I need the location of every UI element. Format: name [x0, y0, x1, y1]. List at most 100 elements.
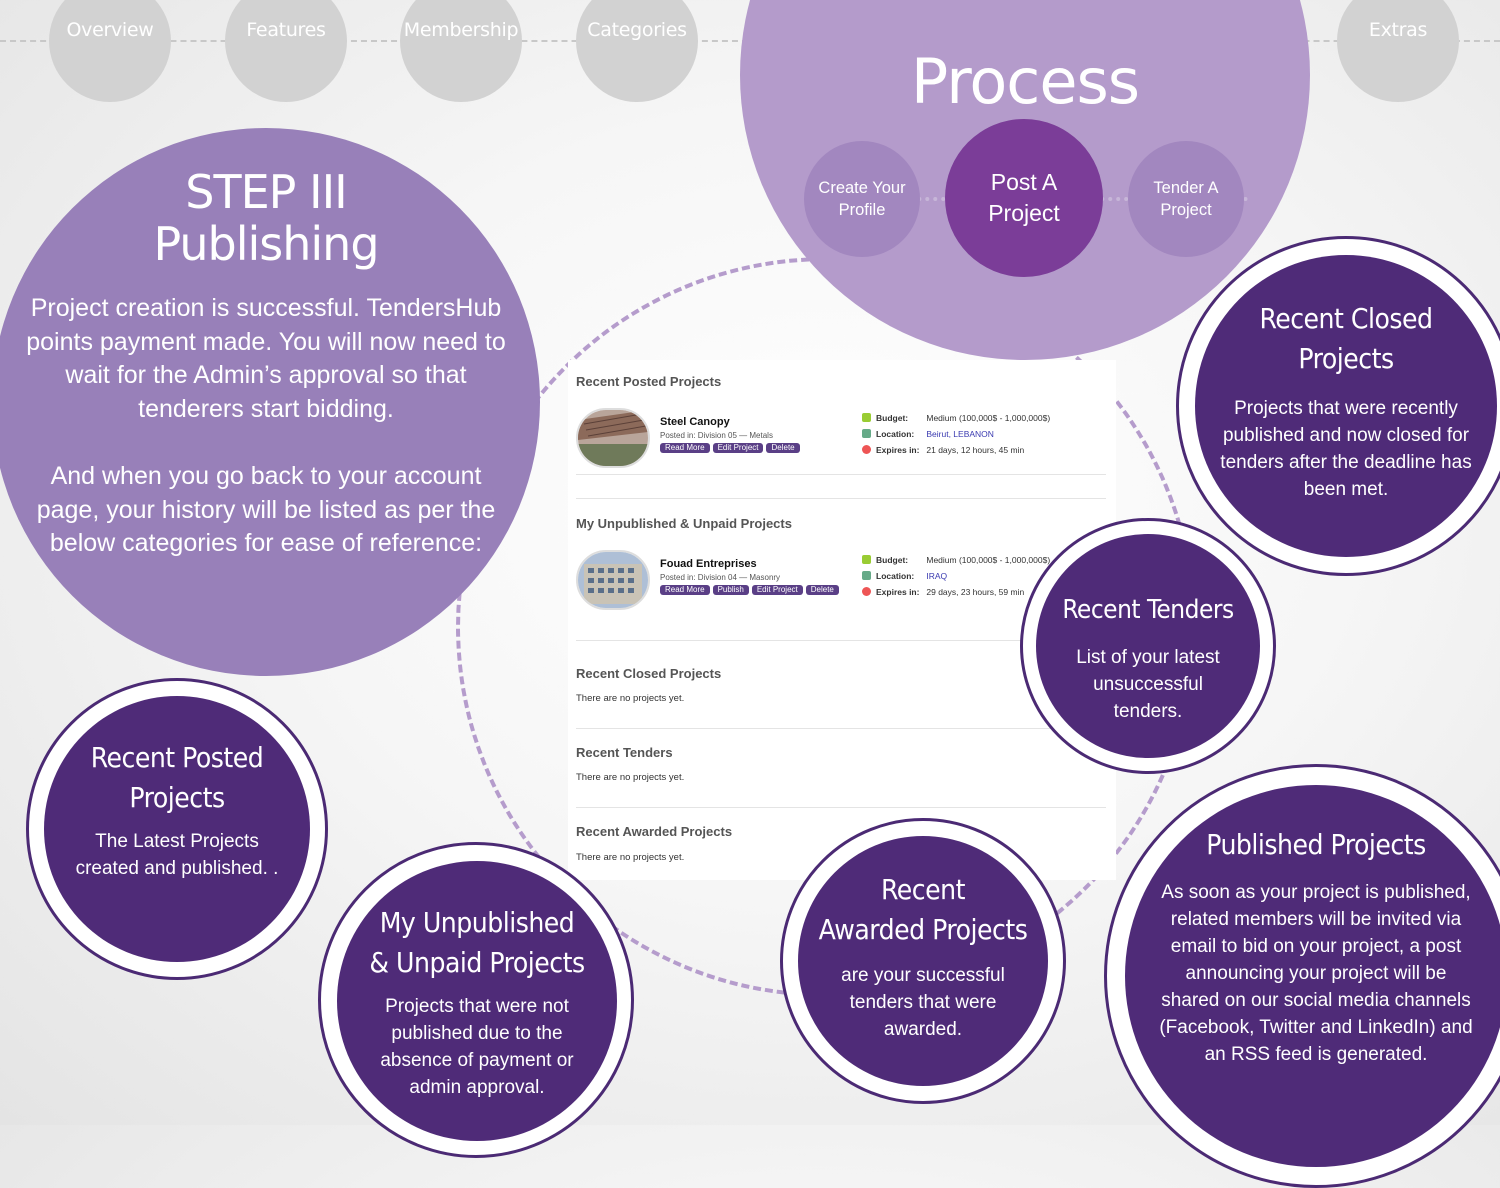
recent-tenders-inner: Recent Tenders List of your latest unsuc… [1036, 534, 1260, 758]
recent-closed-inner: Recent Closed Projects Projects that wer… [1195, 255, 1497, 557]
location-label: Location: [876, 429, 915, 439]
project-thumbnail[interactable] [576, 408, 650, 468]
expires-value: 21 days, 12 hours, 45 min [926, 445, 1025, 455]
project-meta: Budget: Medium (100,000$ - 1,000,000$) L… [862, 552, 1050, 600]
edit-project-button[interactable]: Edit Project [751, 585, 803, 595]
recent-awarded-title-2: Awarded Projects [818, 913, 1028, 946]
nav-features-label: Features [246, 19, 326, 41]
nav-features[interactable]: Features [225, 0, 347, 102]
recent-tenders-body: List of your latest unsuccessful tenders… [1076, 647, 1220, 722]
unpublished-title-1: My Unpublished [379, 906, 575, 939]
project-thumbnail[interactable] [576, 550, 650, 610]
project-posted-in: Posted in: Division 05 — Metals [660, 431, 773, 440]
published-projects-inner: Published Projects As soon as your proje… [1125, 785, 1500, 1167]
nav-membership-label: Membership [403, 19, 519, 41]
published-projects-circle: Published Projects As soon as your proje… [1104, 764, 1500, 1188]
process-step-post-project[interactable]: Post A Project [945, 119, 1103, 277]
edit-project-button[interactable]: Edit Project [712, 443, 764, 453]
unpublished-body: Projects that were not published due to … [380, 996, 574, 1098]
publish-button[interactable]: Publish [712, 585, 749, 595]
budget-label: Budget: [876, 555, 909, 565]
nav-overview-label: Overview [66, 19, 154, 41]
recent-closed-title-1: Recent Closed [1259, 302, 1433, 335]
section-unpublished: My Unpublished & Unpaid Projects [576, 516, 792, 531]
location-icon [862, 429, 871, 438]
budget-value: Medium (100,000$ - 1,000,000$) [926, 555, 1051, 565]
budget-value: Medium (100,000$ - 1,000,000$) [926, 413, 1051, 423]
recent-tenders-circle: Recent Tenders List of your latest unsuc… [1020, 518, 1276, 774]
recent-closed-title-2: Projects [1298, 342, 1394, 375]
recent-posted-body: The Latest Projects created and publishe… [75, 831, 279, 879]
unpublished-inner: My Unpublished & Unpaid Projects Project… [337, 861, 617, 1141]
published-projects-body: As soon as your project is published, re… [1159, 882, 1473, 1065]
building-image [578, 552, 648, 608]
section-recent-posted: Recent Posted Projects [576, 374, 722, 389]
location-value[interactable]: Beirut, LEBANON [926, 429, 994, 439]
location-icon [862, 571, 871, 580]
budget-label: Budget: [876, 413, 909, 423]
expires-value: 29 days, 23 hours, 59 min [926, 587, 1025, 597]
recent-awarded-body: are your successful tenders that were aw… [841, 965, 1005, 1040]
process-step-post-label: Post A Project [988, 169, 1060, 226]
nav-categories-label: Categories [587, 19, 687, 41]
nav-extras-label: Extras [1368, 19, 1428, 41]
empty-message: There are no projects yet. [576, 852, 685, 863]
process-title: Process [910, 45, 1140, 118]
project-meta: Budget: Medium (100,000$ - 1,000,000$) L… [862, 410, 1050, 458]
location-value[interactable]: IRAQ [926, 571, 948, 581]
recent-posted-title-2: Projects [129, 781, 225, 814]
recent-awarded-circle: Recent Awarded Projects are your success… [780, 818, 1066, 1104]
project-actions: Read More Edit Project Delete [660, 443, 800, 453]
divider [576, 640, 1106, 641]
nav-membership[interactable]: Membership [400, 0, 522, 102]
divider [576, 807, 1106, 808]
recent-closed-body: Projects that were recently published an… [1220, 398, 1472, 500]
project-actions: Read More Publish Edit Project Delete [660, 585, 839, 595]
step-paragraph-2: And when you go back to your account pag… [36, 462, 496, 557]
process-step-create-label: Create Your Profile [818, 179, 906, 219]
recent-awarded-title-1: Recent [881, 873, 965, 906]
step-subtitle: Publishing [153, 217, 379, 271]
step-title: STEP III [185, 165, 347, 219]
recent-tenders-title: Recent Tenders [1062, 595, 1234, 625]
nav-extras[interactable]: Extras [1337, 0, 1459, 102]
project-title[interactable]: Steel Canopy [660, 416, 730, 428]
recent-awarded-inner: Recent Awarded Projects are your success… [798, 836, 1048, 1086]
section-recent-closed: Recent Closed Projects [576, 666, 722, 681]
section-recent-awarded: Recent Awarded Projects [576, 824, 733, 839]
read-more-button[interactable]: Read More [660, 585, 710, 595]
unpublished-title-2: & Unpaid Projects [369, 946, 585, 979]
divider [576, 728, 1106, 729]
nav-categories[interactable]: Categories [576, 0, 698, 102]
divider [576, 498, 1106, 499]
nav-overview[interactable]: Overview [49, 0, 171, 102]
clock-icon [862, 445, 871, 454]
steel-canopy-image [578, 410, 648, 466]
project-title[interactable]: Fouad Entreprises [660, 558, 757, 570]
step-paragraph-1: Project creation is successful. TendersH… [26, 294, 506, 423]
recent-posted-circle: Recent Posted Projects The Latest Projec… [26, 678, 328, 980]
clock-icon [862, 587, 871, 596]
budget-icon [862, 555, 871, 564]
expires-label: Expires in: [876, 445, 920, 455]
delete-button[interactable]: Delete [766, 443, 800, 453]
read-more-button[interactable]: Read More [660, 443, 710, 453]
process-step-tender-label: Tender A Project [1153, 179, 1219, 219]
location-label: Location: [876, 571, 915, 581]
empty-message: There are no projects yet. [576, 693, 685, 704]
section-recent-tenders: Recent Tenders [576, 745, 673, 760]
budget-icon [862, 413, 871, 422]
divider [576, 474, 1106, 475]
unpublished-circle: My Unpublished & Unpaid Projects Project… [318, 842, 634, 1158]
project-posted-in: Posted in: Division 04 — Masonry [660, 573, 781, 582]
recent-closed-circle: Recent Closed Projects Projects that wer… [1176, 236, 1500, 576]
expires-label: Expires in: [876, 587, 920, 597]
step-three-circle: STEP III Publishing Project creation is … [0, 128, 540, 676]
process-step-create-profile[interactable]: Create Your Profile [804, 141, 920, 257]
delete-button[interactable]: Delete [805, 585, 839, 595]
empty-message: There are no projects yet. [576, 772, 685, 783]
recent-posted-title-1: Recent Posted [90, 741, 264, 774]
published-projects-title: Published Projects [1206, 828, 1426, 861]
process-step-tender-project[interactable]: Tender A Project [1128, 141, 1244, 257]
recent-posted-inner: Recent Posted Projects The Latest Projec… [44, 696, 310, 962]
